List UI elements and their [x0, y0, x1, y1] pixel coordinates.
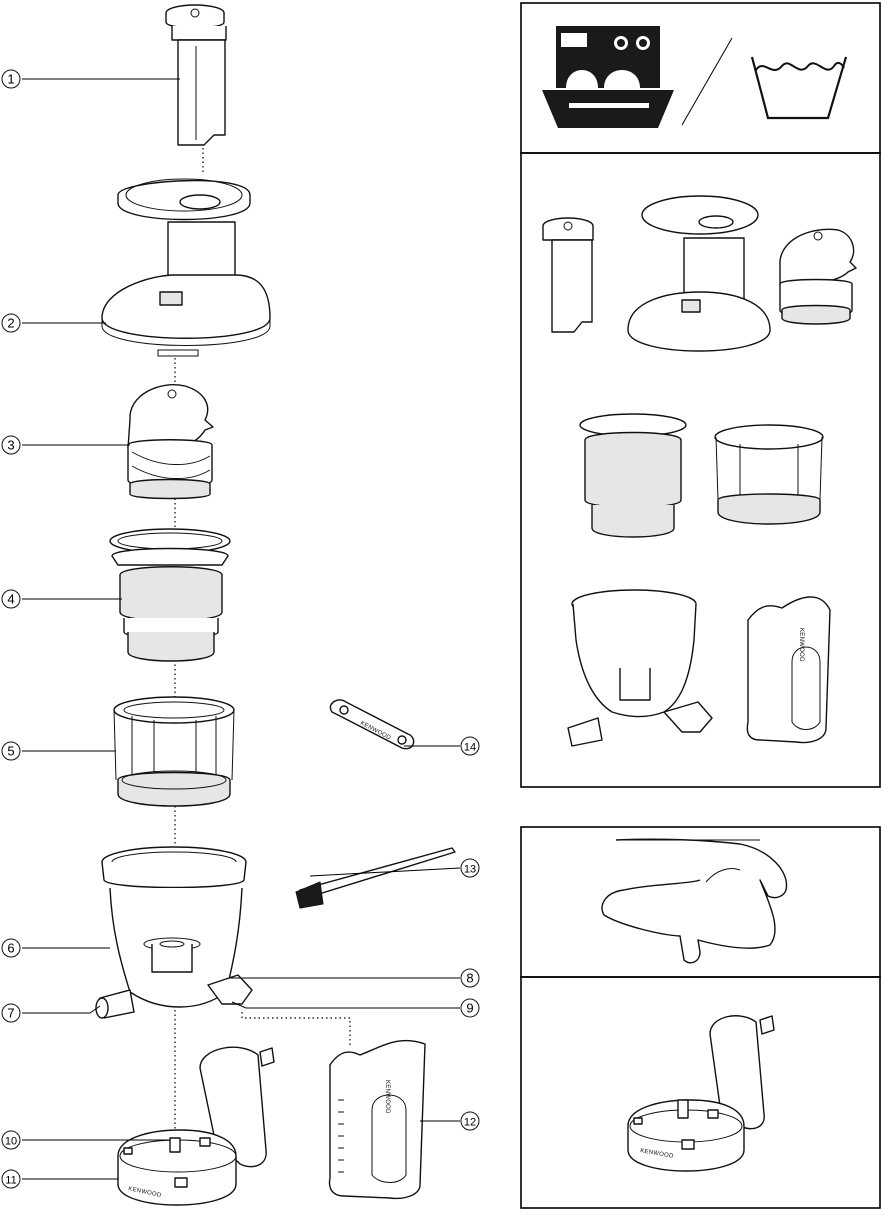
svg-text:7: 7 — [7, 1006, 14, 1021]
drive-base-part: KENWOOD — [117, 1046, 275, 1206]
callout-11: 11 — [1, 1169, 21, 1189]
svg-text:5: 5 — [7, 744, 14, 759]
callout-3: 3 — [1, 435, 21, 455]
wrench-part: KENWOOD — [329, 699, 415, 750]
svg-text:2: 2 — [7, 316, 14, 331]
callout-7: 7 — [1, 1003, 21, 1023]
svg-text:12: 12 — [464, 1117, 476, 1129]
callout-1: 1 — [1, 69, 21, 89]
pusher-part — [165, 4, 227, 146]
svg-text:4: 4 — [7, 592, 14, 607]
pusher-thumbnail — [542, 217, 594, 333]
base-wipe-panel: KENWOOD — [520, 976, 881, 1209]
washable-parts-panel: KENWOOD — [520, 152, 881, 788]
svg-text:14: 14 — [464, 742, 476, 754]
jug-brand-text: KENWOOD — [384, 1080, 390, 1114]
jug-thumbnail: KENWOOD — [746, 596, 831, 744]
svg-text:13: 13 — [464, 864, 476, 876]
brush-thumbnail — [714, 424, 824, 525]
screen-thumbnail — [579, 413, 687, 538]
auger-part — [127, 384, 214, 500]
assembly-axis — [174, 148, 351, 1130]
juicing-screen-part — [109, 528, 231, 662]
auger-thumbnail — [779, 228, 857, 325]
juice-jug-part: KENWOOD — [328, 1039, 426, 1200]
svg-text:11: 11 — [5, 1175, 16, 1187]
bowl-thumbnail — [567, 589, 713, 747]
juicing-bowl-part — [95, 846, 253, 1019]
callout-12: 12 — [460, 1111, 480, 1131]
callout-9: 9 — [460, 998, 480, 1018]
wipe-panel — [520, 826, 881, 978]
base-thumbnail-brand-text: KENWOOD — [640, 1148, 675, 1160]
callout-leaders — [22, 78, 461, 1180]
callout-14: 14 — [460, 736, 480, 756]
svg-text:8: 8 — [466, 971, 473, 986]
svg-text:9: 9 — [466, 1001, 473, 1016]
svg-text:1: 1 — [7, 72, 14, 87]
cleaning-symbols-panel — [520, 2, 881, 154]
svg-text:6: 6 — [7, 941, 14, 956]
hand-wash-icon — [750, 56, 848, 120]
callout-2: 2 — [1, 313, 21, 333]
lid-thumbnail — [627, 195, 771, 352]
feed-tube-lid-part — [101, 178, 271, 357]
jug-thumbnail-brand-text: KENWOOD — [798, 628, 804, 662]
callout-5: 5 — [1, 741, 21, 761]
base-thumbnail: KENWOOD — [627, 1015, 775, 1172]
callout-8: 8 — [460, 968, 480, 988]
callout-13: 13 — [460, 858, 480, 878]
callout-10: 10 — [1, 1130, 21, 1150]
cleaning-brush-part — [295, 847, 456, 909]
svg-text:10: 10 — [5, 1136, 17, 1148]
callout-6: 6 — [1, 938, 21, 958]
rotating-brush-part — [113, 696, 235, 807]
wipe-with-cloth-icon — [601, 838, 788, 964]
callout-4: 4 — [1, 589, 21, 609]
dishwasher-safe-icon — [542, 26, 674, 128]
svg-text:3: 3 — [7, 438, 14, 453]
